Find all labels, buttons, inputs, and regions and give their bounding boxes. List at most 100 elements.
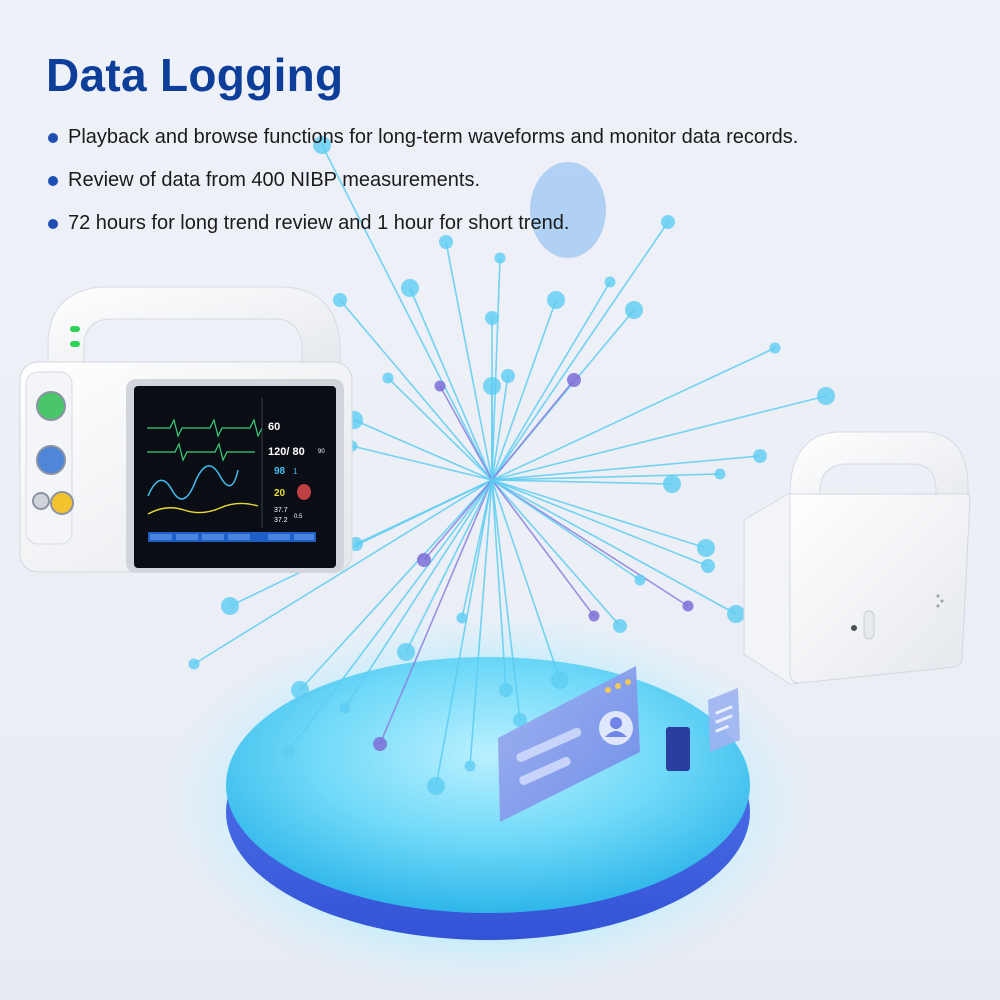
- burst-line: [409, 287, 493, 481]
- burst-line: [351, 445, 493, 481]
- burst-node: [494, 252, 506, 264]
- nibp-mean-value: 90: [318, 449, 325, 455]
- burst-node: [551, 671, 569, 689]
- feature-item: Review of data from 400 NIBP measurement…: [48, 167, 798, 210]
- temp-port: [50, 491, 74, 515]
- profile-card-icon: [498, 666, 640, 822]
- bullet-dot-icon: [48, 176, 58, 186]
- burst-line: [193, 479, 493, 665]
- burst-node: [625, 301, 643, 319]
- burst-node: [697, 539, 715, 557]
- burst-line: [491, 479, 641, 581]
- burst-line: [339, 299, 493, 481]
- burst-node: [464, 760, 476, 772]
- burst-line: [491, 375, 509, 481]
- phone-icon: [666, 727, 690, 771]
- burst-node: [439, 235, 453, 249]
- burst-line: [491, 479, 507, 691]
- burst-node: [373, 737, 387, 751]
- burst-line: [491, 479, 709, 567]
- lungs-icon: [297, 484, 311, 500]
- burst-line: [491, 473, 721, 481]
- temp-diff-value: 0.5: [294, 514, 303, 520]
- burst-line: [491, 479, 689, 607]
- feature-list: Playback and browse functions for long-t…: [48, 124, 798, 253]
- burst-node: [701, 559, 715, 573]
- burst-line: [491, 479, 621, 627]
- burst-line: [423, 479, 493, 561]
- burst-node: [456, 612, 468, 624]
- hr-value: 60: [268, 421, 280, 433]
- burst-node: [769, 342, 781, 354]
- burst-node: [427, 777, 445, 795]
- feature-item: Playback and browse functions for long-t…: [48, 124, 798, 167]
- burst-line: [379, 479, 493, 745]
- burst-node: [613, 619, 627, 633]
- spo2-port: [36, 445, 66, 475]
- burst-node: [382, 372, 394, 384]
- resp-value: 20: [274, 488, 286, 499]
- burst-node: [817, 387, 835, 405]
- burst-line: [321, 144, 493, 481]
- burst-node: [661, 215, 675, 229]
- spo2-value: 98: [274, 466, 286, 477]
- burst-node: [397, 643, 415, 661]
- patient-monitor: 60 120/ 80 90 98 1 20 37.7 37.2 0.5: [19, 286, 353, 573]
- burst-line: [299, 479, 493, 691]
- burst-line: [491, 395, 827, 481]
- feature-text: 72 hours for long trend review and 1 hou…: [68, 212, 570, 234]
- rear-body: [789, 493, 971, 684]
- burst-line: [387, 377, 493, 481]
- status-led: [70, 341, 80, 347]
- burst-line: [491, 479, 561, 681]
- burst-line: [491, 379, 575, 481]
- burst-line: [491, 281, 611, 481]
- data-burst: [188, 136, 835, 795]
- burst-line: [469, 479, 493, 767]
- monitor-handle: [47, 286, 341, 374]
- burst-node: [188, 658, 200, 670]
- burst-node: [221, 597, 239, 615]
- burst-node: [401, 279, 419, 297]
- burst-line: [344, 479, 493, 709]
- bullet-dot-icon: [48, 133, 58, 143]
- page-title: Data Logging: [46, 49, 344, 101]
- pleth-waveform: [147, 465, 239, 500]
- resp-waveform: [147, 502, 259, 515]
- burst-line: [353, 419, 493, 481]
- burst-node: [567, 373, 581, 387]
- burst-node: [727, 605, 745, 623]
- burst-node: [434, 380, 446, 392]
- feature-text: Playback and browse functions for long-t…: [68, 126, 799, 148]
- burst-line: [491, 479, 707, 549]
- feature-item: 72 hours for long trend review and 1 hou…: [48, 210, 798, 253]
- burst-line: [439, 385, 493, 481]
- burst-line: [445, 241, 493, 481]
- burst-node: [588, 610, 600, 622]
- burst-node: [499, 683, 513, 697]
- nibp-port: [32, 492, 50, 510]
- burst-node: [485, 311, 499, 325]
- burst-node: [753, 449, 767, 463]
- burst-node: [513, 713, 527, 727]
- burst-node: [281, 745, 295, 759]
- monitor-screen: [134, 386, 336, 568]
- burst-line: [491, 479, 673, 485]
- status-led: [70, 326, 80, 332]
- burst-node: [663, 475, 681, 493]
- rear-monitor: [743, 431, 971, 685]
- burst-node: [313, 136, 331, 154]
- ecg-waveform-2: [147, 442, 255, 462]
- burst-line: [491, 479, 595, 617]
- nibp-value: 120/ 80: [268, 446, 305, 458]
- burst-line: [491, 299, 557, 481]
- burst-line: [405, 479, 493, 653]
- burst-node: [634, 574, 646, 586]
- cloud-icon: [530, 162, 606, 258]
- burst-node: [714, 468, 726, 480]
- spo2-pr-value: 1: [293, 467, 298, 476]
- feature-text: Review of data from 400 NIBP measurement…: [68, 169, 481, 191]
- bullet-dot-icon: [48, 219, 58, 229]
- burst-line: [287, 479, 493, 753]
